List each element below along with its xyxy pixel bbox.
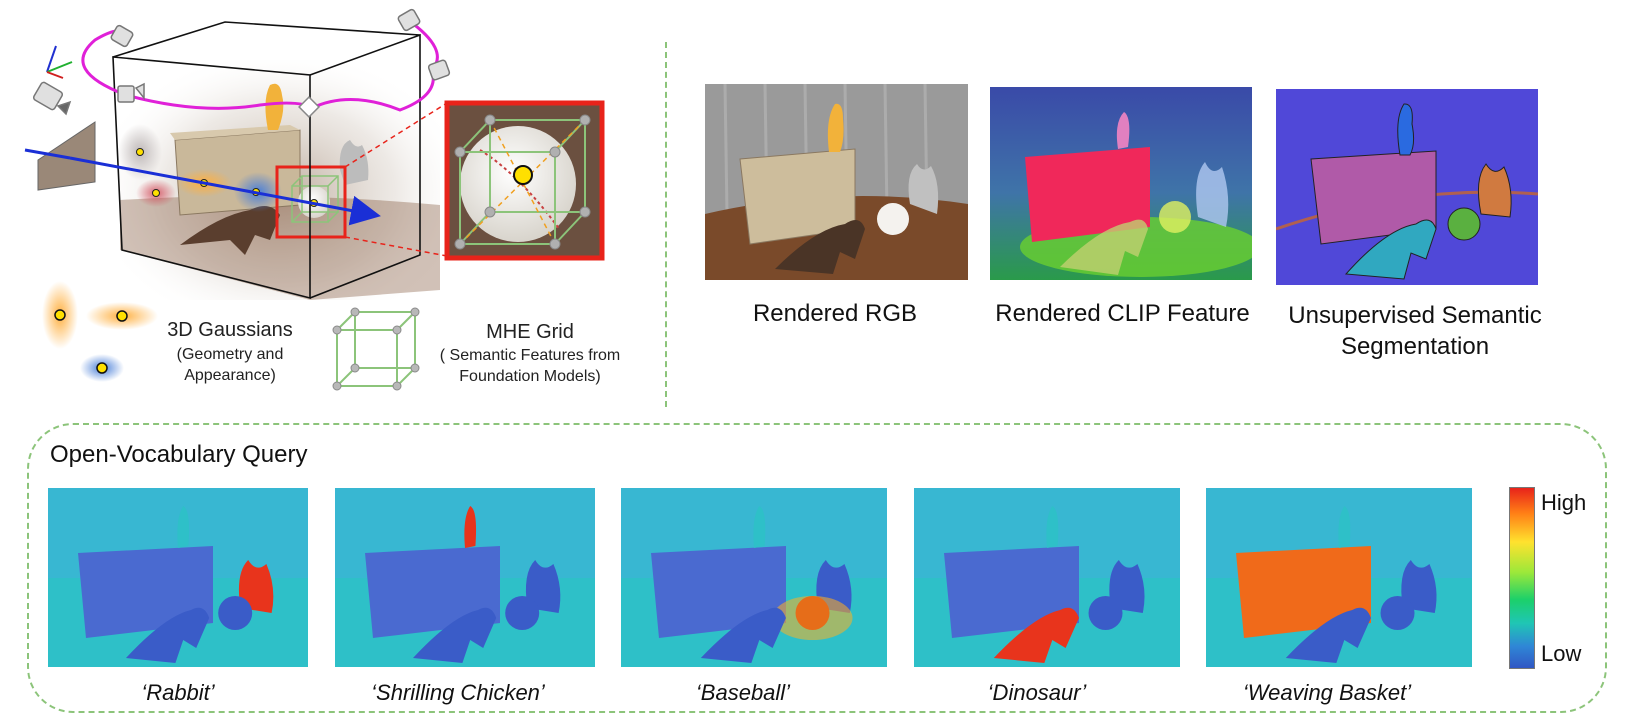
ray-arrow — [69, 156, 381, 226]
relevance-colorbar — [1509, 487, 1535, 669]
legend-gaussians-title: 3D Gaussians — [167, 319, 293, 341]
legend-grid-sub1: ( Semantic Features from — [439, 347, 621, 364]
segmentation-caption-line1: Unsupervised Semantic — [1288, 302, 1542, 329]
dinosaur-shape — [180, 206, 280, 255]
rendered-rgb-image — [705, 84, 968, 280]
segmentation-caption-line2: Segmentation — [1340, 333, 1490, 360]
heatmap-rabbit — [48, 488, 308, 667]
legend-grid-title: MHE Grid — [486, 321, 574, 343]
heatmap-weaving-basket — [1206, 488, 1472, 667]
heatmap-dinosaur — [914, 488, 1180, 667]
query-label-weaving-basket: ‘Weaving Basket’ — [1242, 680, 1412, 705]
rgb-caption: Rendered RGB — [752, 300, 918, 327]
legend-gaussians-sub1: (Geometry and — [176, 346, 284, 363]
rendered-clip-feature-image — [990, 87, 1252, 280]
highlight-box — [275, 165, 347, 239]
query-label-baseball: ‘Baseball’ — [695, 680, 791, 705]
section-divider — [665, 42, 667, 407]
query-panel — [27, 423, 1607, 713]
scene-cube — [112, 21, 421, 300]
pipeline-illustration — [24, 8, 605, 391]
heatmap-shrilling-chicken — [335, 488, 595, 667]
legend-grid-sub2: Foundation Models) — [459, 368, 601, 385]
query-label-shrilling-chicken: ‘Shrilling Chicken’ — [371, 680, 545, 705]
clip-caption: Rendered CLIP Feature — [995, 300, 1250, 327]
camera-icons — [32, 8, 451, 116]
colorbar-low-label: Low — [1541, 641, 1582, 666]
legend-grid-icon — [332, 307, 420, 391]
chicken-shape — [265, 83, 284, 130]
query-label-rabbit: ‘Rabbit’ — [141, 680, 215, 705]
colorbar-high-label: High — [1541, 490, 1587, 515]
query-title: Open-Vocabulary Query — [50, 441, 308, 468]
legend-gaussians-sub2: Appearance) — [184, 367, 276, 384]
semantic-segmentation-image — [1276, 89, 1538, 285]
axes-icon — [46, 45, 73, 79]
heatmap-baseball — [621, 488, 887, 667]
zoom-inset — [444, 100, 605, 261]
rabbit-shape — [339, 140, 369, 185]
legend-gaussians-icon — [42, 281, 158, 382]
query-label-dinosaur: ‘Dinosaur’ — [987, 680, 1087, 705]
